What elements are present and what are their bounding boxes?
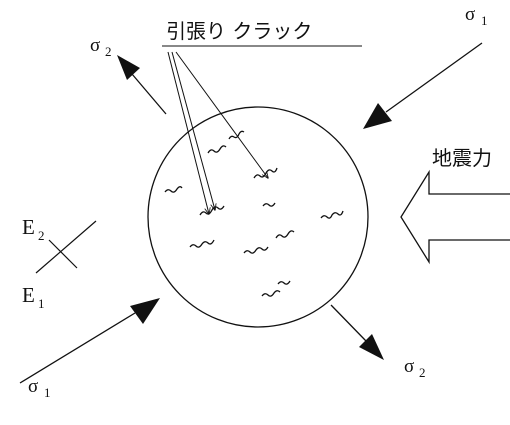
crack-mark (320, 210, 344, 219)
sigma2-arrow-bottom (330, 304, 384, 360)
e2-label: E (22, 215, 35, 239)
e1-subscript: 1 (38, 296, 45, 311)
crack-mark (277, 280, 291, 285)
seismic-force-label: 地震力 (432, 146, 492, 170)
crack-pointer-line (175, 51, 268, 178)
crack-mark (262, 202, 276, 207)
sigma1-bottom-label: σ (28, 376, 38, 397)
sigma1-bottom-subscript: 1 (44, 385, 51, 400)
crack-mark (275, 230, 295, 239)
crack-mark (199, 205, 225, 216)
e-axis-line (48, 239, 78, 269)
sigma2-top-label: σ (90, 35, 100, 56)
crack-pointer-line (167, 51, 209, 214)
crack-mark (228, 130, 245, 140)
sigma2-top-subscript: 2 (105, 44, 112, 59)
crack-label: 引張り クラック (166, 19, 312, 43)
e2-subscript: 2 (38, 228, 45, 243)
crack-mark (243, 246, 269, 254)
crack-pointer-line (171, 51, 215, 210)
crack-mark (189, 239, 215, 248)
cracks (164, 130, 344, 297)
crack-mark (207, 145, 227, 154)
sigma2-bottom-label: σ (404, 356, 414, 377)
crack-mark (253, 167, 278, 179)
sigma1-arrow-top (363, 42, 483, 129)
element-circle (147, 106, 369, 328)
e-axis-line (35, 220, 97, 274)
sigma2-bottom-subscript: 2 (419, 365, 426, 380)
sigma1-top-label: σ (465, 4, 475, 25)
crack-mark (164, 186, 183, 193)
crack-pointer-lines (167, 51, 268, 214)
seismic-force-arrow (400, 169, 510, 265)
sigma1-arrow-bottom (19, 298, 160, 384)
crack-mark (261, 290, 281, 297)
e1-label: E (22, 283, 35, 307)
sigma1-top-subscript: 1 (481, 13, 488, 28)
sigma2-arrow-top (117, 55, 167, 115)
